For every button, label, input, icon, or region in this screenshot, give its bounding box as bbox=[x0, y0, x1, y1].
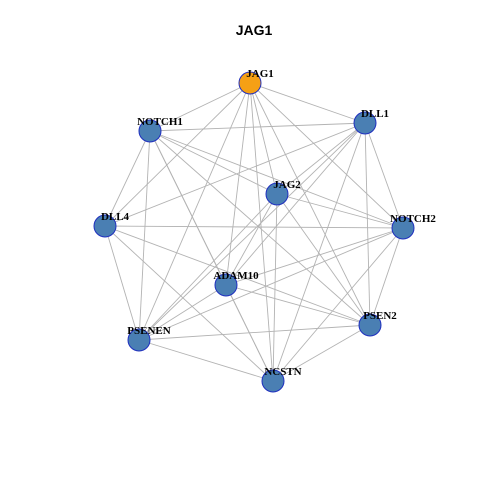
node-label-psenen: PSENEN bbox=[127, 325, 170, 337]
node-label-dll1: DLL1 bbox=[361, 108, 389, 120]
node-psenen bbox=[127, 328, 151, 352]
node-adam10 bbox=[214, 273, 238, 297]
edge-jag2-psenen bbox=[138, 193, 278, 341]
edge-psen2-ncstn bbox=[272, 324, 371, 382]
edge-jag1-dll4 bbox=[104, 82, 251, 227]
node-label-notch2: NOTCH2 bbox=[390, 213, 436, 225]
edge-jag1-ncstn bbox=[249, 82, 274, 382]
edge-dll4-notch2 bbox=[104, 225, 404, 229]
edge-psen2-psenen bbox=[138, 324, 371, 341]
node-dll1 bbox=[353, 111, 377, 135]
node-jag1 bbox=[238, 71, 262, 95]
node-label-ncstn: NCSTN bbox=[264, 366, 301, 378]
edge-notch2-psenen bbox=[138, 227, 404, 341]
edge-jag2-ncstn bbox=[272, 193, 278, 382]
edge-jag1-notch1 bbox=[149, 82, 251, 132]
edge-psenen-ncstn bbox=[138, 339, 274, 382]
node-notch1 bbox=[138, 119, 162, 143]
edge-dll1-psenen bbox=[138, 122, 366, 341]
node-ncstn bbox=[261, 369, 285, 393]
edge-jag1-psen2 bbox=[249, 82, 371, 326]
edge-notch1-notch2 bbox=[149, 130, 404, 229]
edge-dll1-ncstn bbox=[272, 122, 366, 382]
edge-jag1-jag2 bbox=[249, 82, 278, 195]
edge-notch2-ncstn bbox=[272, 227, 404, 382]
edge-notch1-dll4 bbox=[104, 130, 151, 227]
edge-dll4-psenen bbox=[104, 225, 140, 341]
edge-notch1-dll1 bbox=[149, 122, 366, 132]
edge-jag1-adam10 bbox=[225, 82, 251, 286]
edge-dll1-notch2 bbox=[364, 122, 404, 229]
node-label-psen2: PSEN2 bbox=[363, 310, 397, 322]
edge-jag2-psen2 bbox=[276, 193, 371, 326]
edge-layer bbox=[104, 82, 404, 382]
edge-dll1-adam10 bbox=[225, 122, 366, 286]
edge-jag2-notch2 bbox=[276, 193, 404, 229]
edge-notch1-psen2 bbox=[149, 130, 371, 326]
edge-jag1-dll1 bbox=[249, 82, 366, 124]
edge-dll4-psen2 bbox=[104, 225, 371, 326]
node-jag2 bbox=[265, 182, 289, 206]
edge-notch1-jag2 bbox=[149, 130, 278, 195]
node-dll4 bbox=[93, 214, 117, 238]
node-label-notch1: NOTCH1 bbox=[137, 116, 183, 128]
node-notch2 bbox=[391, 216, 415, 240]
edge-dll1-dll4 bbox=[104, 122, 366, 227]
edge-jag1-notch2 bbox=[249, 82, 404, 229]
edge-jag1-psenen bbox=[138, 82, 251, 341]
edge-dll1-psen2 bbox=[364, 122, 371, 326]
node-layer bbox=[93, 71, 415, 393]
edge-notch2-psen2 bbox=[369, 227, 404, 326]
edge-notch1-psenen bbox=[138, 130, 151, 341]
edge-dll4-ncstn bbox=[104, 225, 274, 382]
edge-adam10-psenen bbox=[138, 284, 227, 341]
edge-jag2-adam10 bbox=[225, 193, 278, 286]
edge-dll1-jag2 bbox=[276, 122, 366, 195]
node-label-adam10: ADAM10 bbox=[213, 270, 259, 282]
edge-adam10-psen2 bbox=[225, 284, 371, 326]
node-label-jag2: JAG2 bbox=[273, 179, 301, 191]
edge-notch2-adam10 bbox=[225, 227, 404, 286]
node-label-dll4: DLL4 bbox=[101, 211, 130, 223]
node-psen2 bbox=[358, 313, 382, 337]
graph-title: JAG1 bbox=[236, 22, 273, 38]
node-label-jag1: JAG1 bbox=[246, 68, 274, 80]
